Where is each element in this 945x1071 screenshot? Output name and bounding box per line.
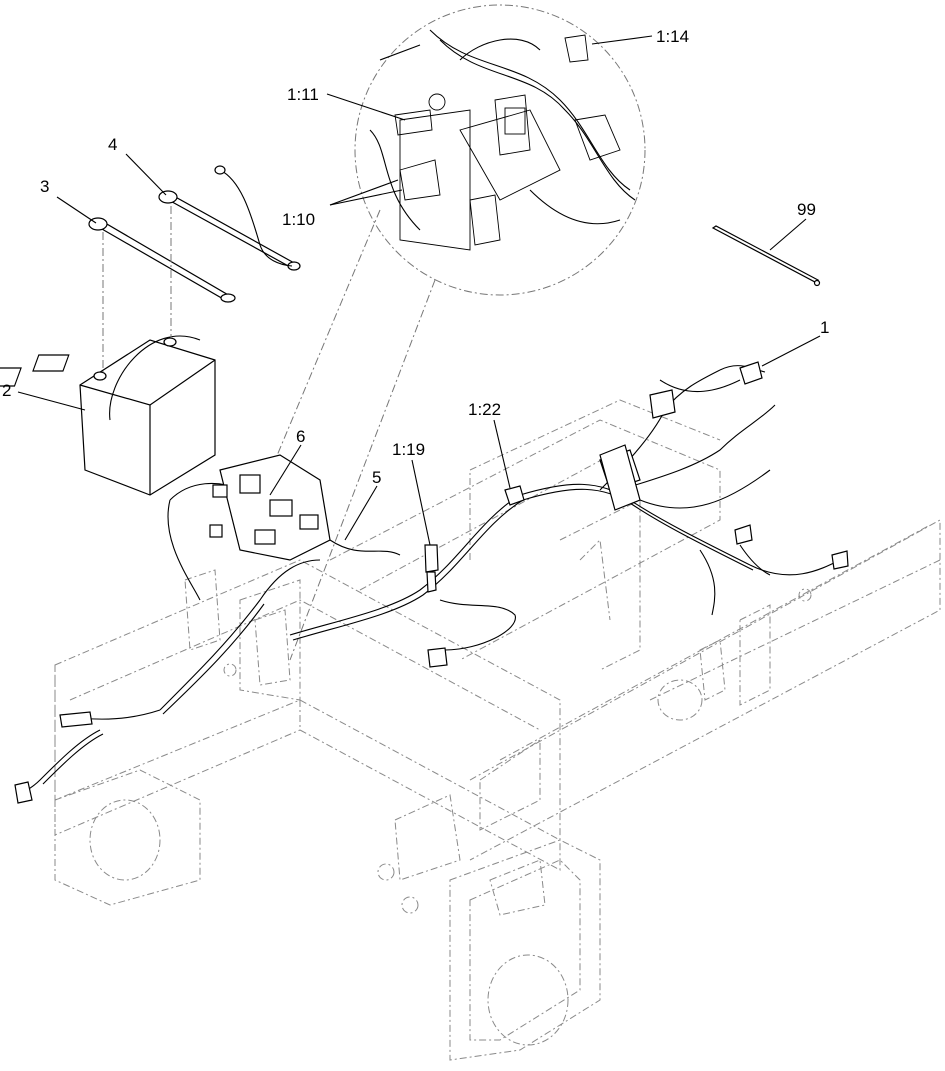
callout-4: 4: [108, 135, 117, 154]
callout-1-14: 1:14: [656, 27, 689, 46]
callout-1-19: 1:19: [392, 440, 425, 459]
callout-99: 99: [797, 200, 816, 219]
callout-5: 5: [372, 468, 381, 487]
leader-lines: [17, 35, 821, 546]
callout-1-22: 1:22: [468, 400, 501, 419]
callout-6: 6: [296, 427, 305, 446]
battery: [0, 335, 216, 496]
harness-connectors: [14, 361, 849, 804]
callout-2: 2: [2, 381, 11, 400]
callout-1-10: 1:10: [282, 210, 315, 229]
callout-3: 3: [40, 177, 49, 196]
battery-cable-positive: [158, 165, 301, 338]
callout-1-11: 1:11: [287, 85, 319, 104]
chassis-frame: [54, 209, 941, 1061]
battery-cable-negative: [88, 217, 236, 372]
cable-tie: [711, 225, 821, 287]
callout-labels: 1 2 3 4 5 6 99 1:10 1:11 1:14 1:19 1:22: [2, 27, 829, 487]
detail-zoom-circle: [354, 4, 646, 296]
callout-1: 1: [820, 318, 829, 337]
